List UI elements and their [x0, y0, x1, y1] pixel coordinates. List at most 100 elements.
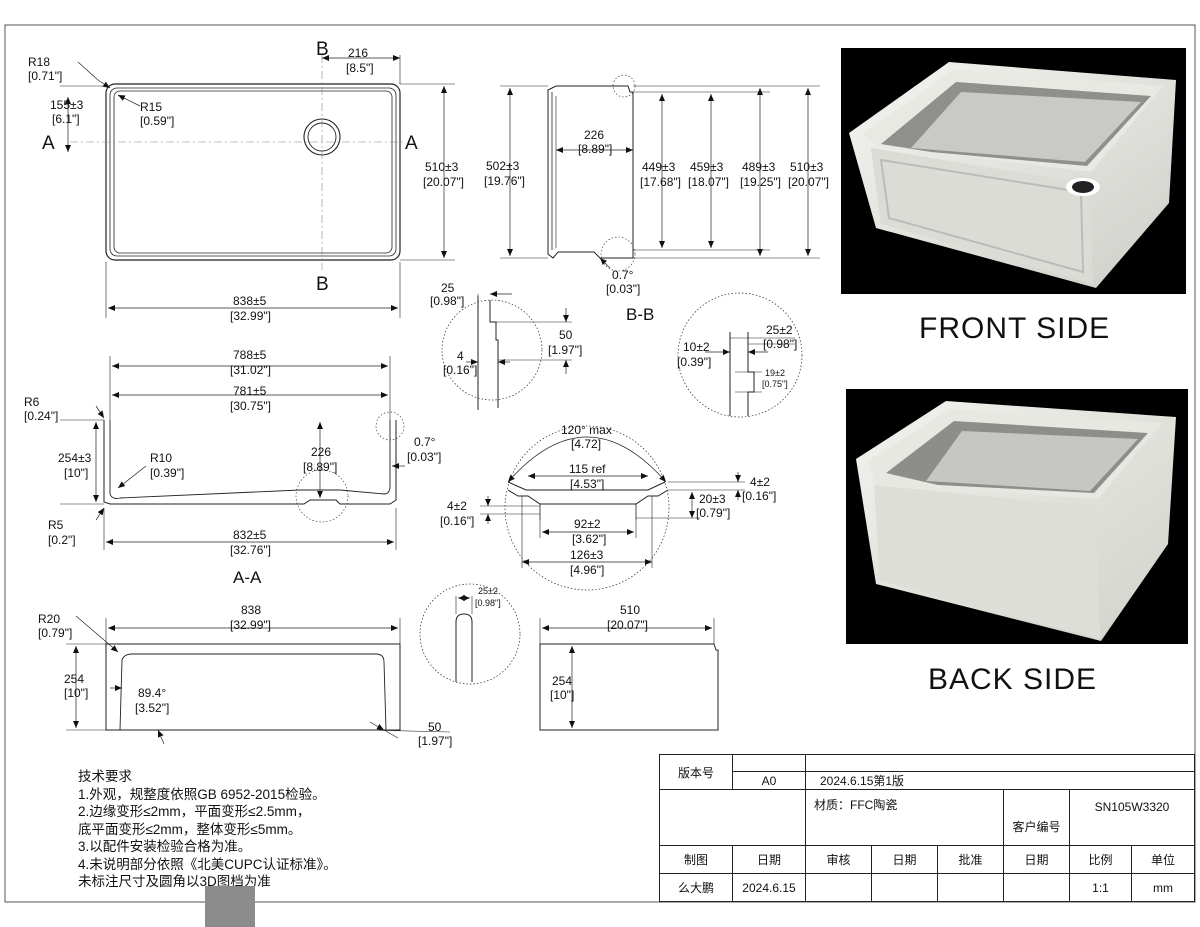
note-line: 2.边缘变形≤2mm，平面变形≤2.5mm，	[78, 804, 311, 819]
dim-510-in: [20.07"]	[423, 175, 464, 189]
bb-section-view	[500, 74, 820, 272]
dim-lip-25: 25±2	[766, 323, 793, 337]
dim-aa-254: 254±3	[58, 451, 92, 465]
dim-459-in: [18.07"]	[688, 175, 729, 189]
drawing-frame	[4, 24, 1196, 903]
dim-front-838-in: [32.99"]	[230, 618, 271, 632]
dim-832: 832±5	[233, 528, 267, 542]
dim-aa-angle-in: [0.03"]	[407, 450, 441, 464]
dim-216: 216	[348, 46, 368, 60]
dim-lip-19: 19±2	[765, 368, 785, 378]
drain-detail-view	[480, 425, 745, 591]
review-date	[871, 873, 938, 902]
dim-781-in: [30.75"]	[230, 399, 271, 413]
dim-aa-226: 226	[311, 445, 331, 459]
dim-wall-25: 25±2	[478, 586, 498, 596]
dim-side-510: 510	[620, 603, 640, 617]
version-date: 2024.6.15第1版	[805, 771, 1195, 790]
dim-aa-254-in: [10"]	[64, 466, 88, 480]
dim-502: 502±3	[486, 159, 520, 173]
rim-detail-labels: 25 [0.98"] 50 [1.97"] 4 [0.16"]	[430, 281, 582, 377]
notes-title: 技术要求	[78, 769, 132, 784]
dim-r6-in: [0.24"]	[24, 409, 58, 423]
aa-section-labels: A-A 788±5 [31.02"] 781±5 [30.75"] R6 [0.…	[24, 348, 441, 587]
aa-section-view	[60, 356, 405, 550]
cut-label-b-bottom: B	[316, 274, 329, 295]
technical-requirements: 技术要求 1.外观，规整度依照GB 6952-2015检验。 2.边缘变形≤2m…	[78, 768, 337, 891]
note-line: 4.未说明部分依照《北美CUPC认证标准》。	[78, 856, 337, 872]
dim-r10-in: [0.39"]	[150, 466, 184, 480]
dim-115-in: [4.53"]	[570, 477, 604, 491]
dim-front-angle: 89.4°	[138, 686, 166, 700]
dim-bb-226: 226	[584, 128, 604, 142]
dim-rim-50: 50	[559, 328, 573, 342]
section-title-bb: B-B	[626, 305, 654, 324]
dim-126: 126±3	[570, 548, 604, 562]
dim-rim-4-in: [0.16"]	[443, 363, 477, 377]
dim-r15: R15	[140, 100, 162, 114]
dim-bb-226-in: [8.89"]	[578, 142, 612, 156]
dim-front-254: 254	[64, 672, 84, 686]
lip-detail-view	[677, 292, 803, 418]
dim-126-in: [4.96"]	[570, 563, 604, 577]
dim-aa-angle: 0.7°	[414, 435, 436, 449]
dim-drain-4-left: 4±2	[447, 499, 467, 513]
drawn-label: 制图	[659, 845, 733, 874]
dim-rim-25-in: [0.98"]	[430, 294, 464, 308]
dim-front-838: 838	[241, 603, 261, 617]
dim-front-angle-in: [3.52"]	[135, 701, 169, 715]
date-label: 日期	[732, 845, 806, 874]
front-side-label: FRONT SIDE	[919, 312, 1111, 345]
dim-lip-10-in: [0.39"]	[677, 355, 711, 369]
lip-detail-labels: 10±2 [0.39"] 25±2 [0.98"] 19±2 [0.75"]	[677, 323, 797, 389]
drain-detail-labels: 120° max [4.72] 115 ref [4.53"] 4±2 [0.1…	[440, 423, 776, 577]
dim-bb-angle-in: [0.03"]	[606, 282, 640, 296]
version-label: 版本号	[659, 754, 733, 790]
dim-drain-4-left-in: [0.16"]	[440, 514, 474, 528]
approve-value	[937, 873, 1004, 902]
bb-section-labels: B-B 502±3 [19.76"] 226 [8.89"] 449±3 [17…	[484, 128, 829, 324]
cut-label-a-right: A	[405, 133, 418, 154]
dim-front-50: 50	[428, 720, 442, 734]
date-label-2: 日期	[871, 845, 938, 874]
dim-20-in: [0.79"]	[696, 506, 730, 520]
dim-drain-4-right-in: [0.16"]	[742, 489, 776, 503]
part-number: SN105W3320	[1069, 789, 1195, 846]
dim-r5: R5	[48, 518, 64, 532]
dim-489: 489±3	[742, 160, 776, 174]
dim-510: 510±3	[425, 160, 459, 174]
dim-front-50-in: [1.97"]	[418, 734, 452, 748]
dim-r18: R18	[28, 55, 50, 69]
review-value	[805, 873, 872, 902]
wall-detail-labels: 25±2 [0.98"]	[475, 586, 501, 608]
dim-rim-4: 4	[457, 349, 464, 363]
customer-label: 客户编号	[1003, 789, 1070, 846]
side-view-labels: 510 [20.07"] 254 [10"]	[550, 603, 648, 702]
dim-r10: R10	[150, 451, 172, 465]
dim-216-in: [8.5"]	[346, 61, 374, 75]
dim-838-in: [32.99"]	[230, 309, 271, 323]
dim-front-254-in: [10"]	[64, 686, 88, 700]
cut-label-b-top: B	[316, 39, 329, 60]
dim-lip-25-in: [0.98"]	[763, 337, 797, 351]
dim-r20-in: [0.79"]	[38, 626, 72, 640]
dim-drain-angle-in: [4.72]	[571, 437, 601, 451]
unit-label: 单位	[1131, 845, 1195, 874]
drawn-by: 么大鹏	[659, 873, 733, 902]
dim-bb-510-in: [20.07"]	[788, 175, 829, 189]
dim-r6: R6	[24, 395, 40, 409]
sink-render-front	[849, 62, 1176, 288]
review-label: 审核	[805, 845, 872, 874]
dim-r5-in: [0.2"]	[48, 533, 76, 547]
wall-detail-view	[419, 583, 521, 685]
dim-bb-510: 510±3	[790, 160, 824, 174]
note-line: 3.以配件安装检验合格为准。	[78, 839, 252, 854]
dim-lip-19-in: [0.75"]	[762, 379, 788, 389]
side-view	[539, 618, 719, 731]
rim-detail-view	[441, 291, 572, 410]
drawn-date: 2024.6.15	[732, 873, 806, 902]
dim-side-254-in: [10"]	[550, 688, 574, 702]
dim-449-in: [17.68"]	[640, 175, 681, 189]
scale-label: 比例	[1069, 845, 1132, 874]
